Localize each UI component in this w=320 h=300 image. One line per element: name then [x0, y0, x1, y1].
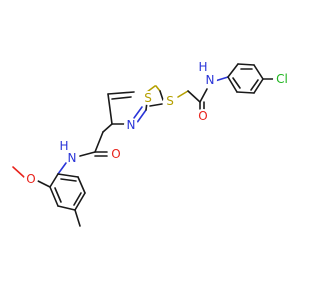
atom-label-layer: S S N O N H Cl O N H O — [24, 60, 291, 186]
bond-aryl-methyl — [74, 209, 81, 227]
bond-layer — [12, 63, 275, 227]
bond-omethoxy-ch3 — [12, 166, 25, 178]
chemical-structure-diagram: S S N O N H Cl O N H O — [12, 60, 291, 227]
bond-c-nh-right — [199, 88, 208, 103]
bond-ring-top-dbl — [111, 96, 132, 100]
bond-n-c2 — [135, 109, 147, 125]
bond-aryl-r5 — [236, 91, 255, 94]
atom-cl: Cl — [276, 72, 288, 86]
bond-c-nh-left — [79, 151, 96, 157]
bond-c4-ch2 — [102, 123, 113, 133]
bond-aryl-r4 — [253, 78, 264, 94]
bond-aryl-l5 — [77, 176, 86, 194]
atom-s-thiazole: S — [144, 91, 152, 105]
bond-aryl-r1 — [227, 63, 239, 78]
bond-nh-aryl-left — [57, 162, 67, 175]
atom-o-methoxy: O — [26, 172, 35, 186]
bond-aryl-l4 — [74, 192, 86, 211]
bond-s-ch2 — [177, 90, 189, 98]
atom-n-right: N — [206, 73, 215, 87]
bond-aryl-l-dbl1 — [54, 187, 62, 203]
bond-c5-s — [159, 90, 164, 101]
bond-aryl-r-dbl3 — [232, 77, 241, 89]
atom-o-left: O — [111, 147, 120, 161]
bond-aryl-l1 — [49, 173, 59, 188]
bond-ch2-co-left — [94, 131, 104, 153]
atom-h-right: H — [198, 60, 207, 74]
bond-ring-top — [107, 91, 135, 95]
bond-aryl-r6 — [227, 76, 238, 93]
bond-aryl-r-dbl2 — [250, 79, 259, 91]
bond-s-c5 — [155, 85, 161, 92]
bond-c2-thioether — [149, 103, 163, 107]
bond-s-c2 — [146, 85, 156, 93]
bond-aryl-r2 — [237, 63, 255, 66]
bond-nh-aryl-right — [214, 76, 229, 82]
bond-aryl-l-dbl2 — [73, 192, 82, 206]
bond-aryl-r3 — [253, 64, 264, 80]
atom-n-thiazole: N — [127, 118, 136, 132]
bond-aryl-l3 — [57, 205, 76, 211]
atom-n-left: N — [68, 151, 77, 165]
atom-o-right: O — [198, 109, 207, 123]
bond-ch2-right — [187, 90, 201, 103]
bond-aryl-l-dbl3 — [60, 178, 77, 182]
bond-aryl-l6 — [57, 173, 79, 178]
atom-s-thioether: S — [166, 94, 174, 108]
bond-n-c2-dbl — [133, 106, 143, 119]
bond-aryl-l2 — [49, 186, 59, 207]
bond-c5-c4 — [107, 93, 113, 125]
atom-h-left: H — [59, 139, 68, 153]
bond-aryl-omethoxy — [37, 180, 51, 188]
